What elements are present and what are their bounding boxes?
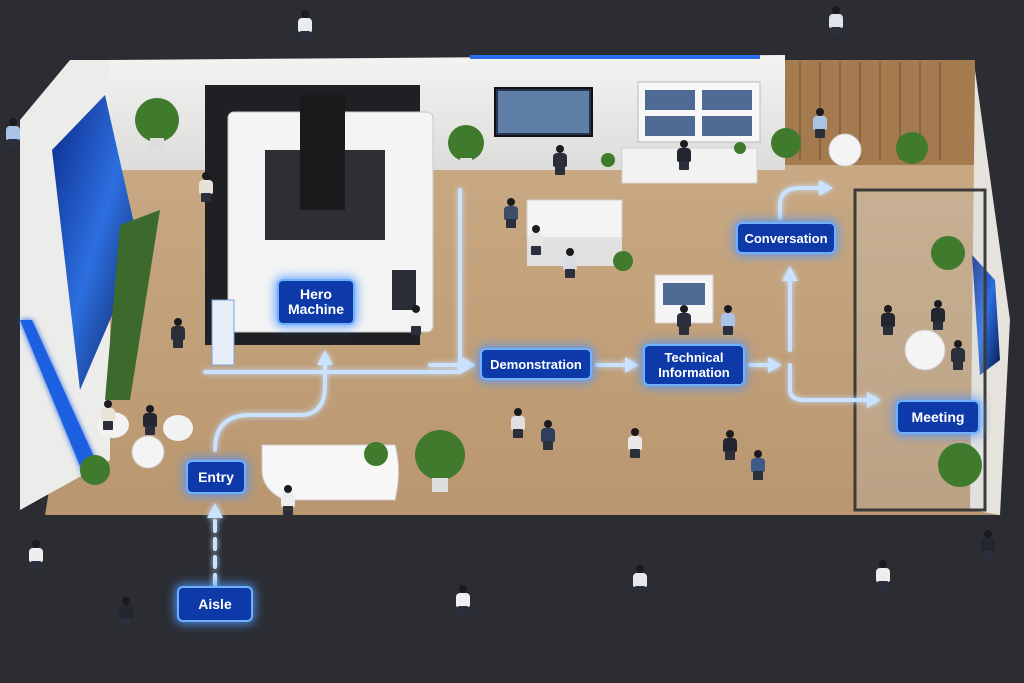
arrowhead-right-3 [768,357,782,373]
staff-figure [552,145,568,175]
kiosk-screen [663,283,705,305]
reception-desk [261,444,399,501]
lounge-table [828,133,862,167]
visitor-figure [198,172,214,202]
path-to-meeting [788,363,877,402]
visitor-figure [503,198,519,228]
label-demonstration: Demonstration [480,348,592,380]
path-conversation-to-lounge [778,186,827,220]
arrowhead-right-meeting [867,392,881,408]
visitor-figure [540,420,556,450]
visitor-figure [562,248,578,278]
visitor-figure [5,118,21,148]
demonstration-table [526,199,623,239]
arrowhead-up-conversation [782,266,798,281]
visitor-figure [170,318,186,348]
meeting-attendee [950,340,966,370]
seated-visitor [100,400,116,430]
visitor-figure [875,560,891,590]
seating-table [131,435,165,469]
plants [80,98,982,492]
left-video-wall [52,95,140,390]
visitor-figure [980,530,996,560]
visitor-figure [627,428,643,458]
visitor-figure [455,585,471,615]
seating-chair-2 [163,415,193,441]
staff-figure [676,140,692,170]
visitor-figure [812,108,828,138]
flow-arrowheads [207,180,881,518]
visitor-figure [722,430,738,460]
seated-visitor [142,405,158,435]
visitor-figure [676,305,692,335]
machine-control-panel [392,270,416,310]
arrowhead-right-2 [625,357,639,373]
arrowhead-right-lounge [819,180,833,196]
visitor-figure [28,540,44,570]
staff-figure [408,305,424,335]
planter-strip [105,210,160,400]
label-conversation: Conversation [736,222,836,254]
label-technical-information: Technical Information [643,344,745,386]
left-wall-light [20,320,100,478]
visitor-figure [528,225,544,255]
brochure-stand [211,299,235,366]
path-entry-to-hero [213,356,327,452]
visitor-figure [510,408,526,438]
visitor-figure [828,6,844,36]
info-panel-images [645,90,752,136]
meeting-table [904,329,946,371]
visitor-figure [632,565,648,595]
label-entry: Entry [186,460,246,494]
wall-tv-image [498,91,589,133]
arrowhead-up-entry [207,503,223,518]
label-hero-machine: Hero Machine [277,279,355,325]
meeting-attendee [930,300,946,330]
visitor-figure [750,450,766,480]
visitor-figure [280,485,296,515]
visitor-figure [118,597,134,627]
path-hero-loop [203,188,462,374]
meeting-attendee [880,305,896,335]
arrowhead-up-hero [317,350,333,365]
visitor-figure [297,10,313,40]
visitor-figure [720,305,736,335]
arrowhead-right-1 [462,357,476,373]
hero-machine-spindle [300,95,345,210]
label-meeting: Meeting [896,400,980,434]
label-aisle: Aisle [177,586,253,622]
